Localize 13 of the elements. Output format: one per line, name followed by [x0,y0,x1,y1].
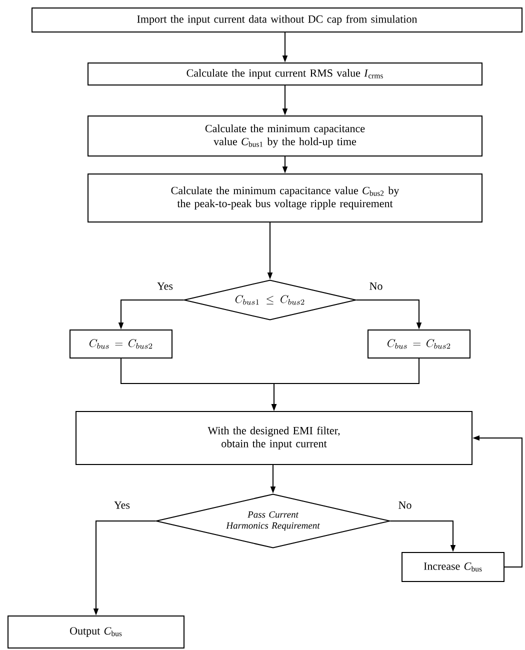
process-box: $C_{bus} = C_{bus2}$ [368,330,470,358]
process-box: Import the input current data without DC cap from simulation [32,8,522,32]
process-box: Output C$_{bus}$ [8,616,184,648]
edge-label: Yes [113,500,131,510]
process-box: Calculate the minimum capacitance value C$_{bus2}$ by the peak-to-peak bus voltage ripple requirement [88,174,482,222]
process-box: With the designed EMI filter, obtain the input current [76,411,472,465]
edge-label: No [397,500,413,510]
edge-label: Yes [156,282,174,291]
process-box: Calculate the input current RMS value I$_{crms}$ [88,62,482,86]
edge-label: No [368,282,384,291]
process-box: Increase C$_{bus}$ [402,552,504,582]
process-box: Calculate the minimum capacitance value C$_{bus1}$ by the hold-up time [88,116,482,156]
process-box: $C_{bus} = C_{bus2}$ [70,330,172,358]
